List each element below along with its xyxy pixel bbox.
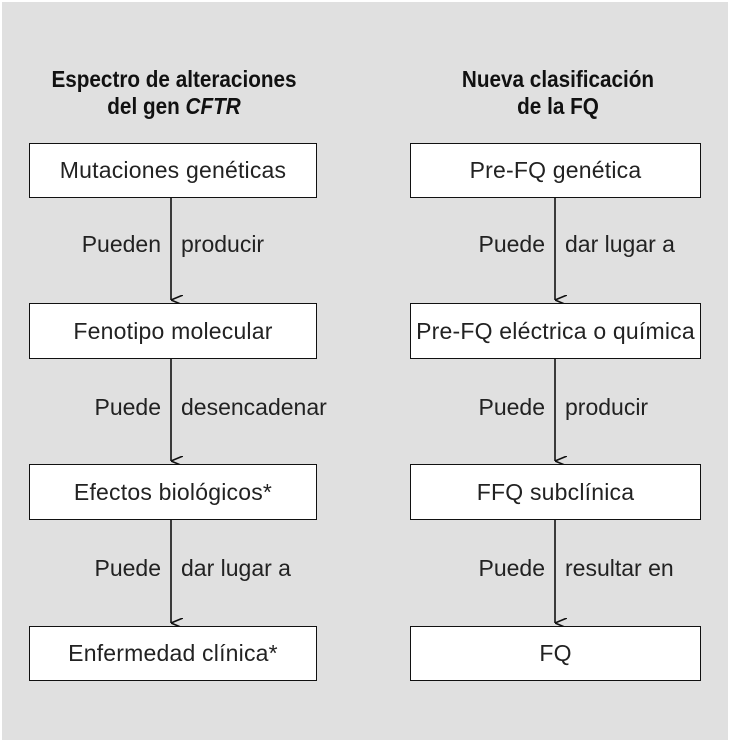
right-column-title: Nueva clasificación de la FQ [414, 66, 702, 120]
box-efectos-biologicos: Efectos biológicos* [29, 464, 317, 520]
left-title-line2: del gen CFTR [30, 93, 318, 120]
box-fq: FQ [410, 626, 701, 681]
connector-label-b: resultar en [565, 555, 674, 581]
box-ffq-subclinica: FFQ subclínica [410, 464, 701, 520]
box-mutaciones-geneticas: Mutaciones genéticas [29, 143, 317, 198]
gene-name: CFTR [185, 93, 241, 119]
box-pre-fq-electrica: Pre-FQ eléctrica o química [410, 303, 701, 359]
connector-label-a: Pueden [81, 231, 161, 257]
left-title-line1: Espectro de alteraciones [51, 66, 297, 92]
connector-label-a: Puede [94, 394, 161, 420]
connector-label-a: Puede [94, 555, 161, 581]
connector-label-b: producir [565, 394, 649, 420]
connector-label-b: dar lugar a [565, 231, 675, 257]
connector-label-b: producir [181, 231, 265, 257]
connector-label-a: Puede [478, 555, 545, 581]
box-fenotipo-molecular: Fenotipo molecular [29, 303, 317, 359]
box-enfermedad-clinica: Enfermedad clínica* [29, 626, 317, 681]
connector-label-a: Puede [478, 231, 545, 257]
box-pre-fq-genetica: Pre-FQ genética [410, 143, 701, 198]
left-column-title: Espectro de alteraciones del gen CFTR [30, 66, 318, 120]
connector-label-b: desencadenar [181, 394, 327, 420]
right-title-line2: de la FQ [517, 93, 599, 119]
connector-label-b: dar lugar a [181, 555, 291, 581]
left-title-prefix: del gen [107, 93, 186, 119]
connector-label-a: Puede [478, 394, 545, 420]
right-title-line1: Nueva clasificación [461, 66, 655, 92]
